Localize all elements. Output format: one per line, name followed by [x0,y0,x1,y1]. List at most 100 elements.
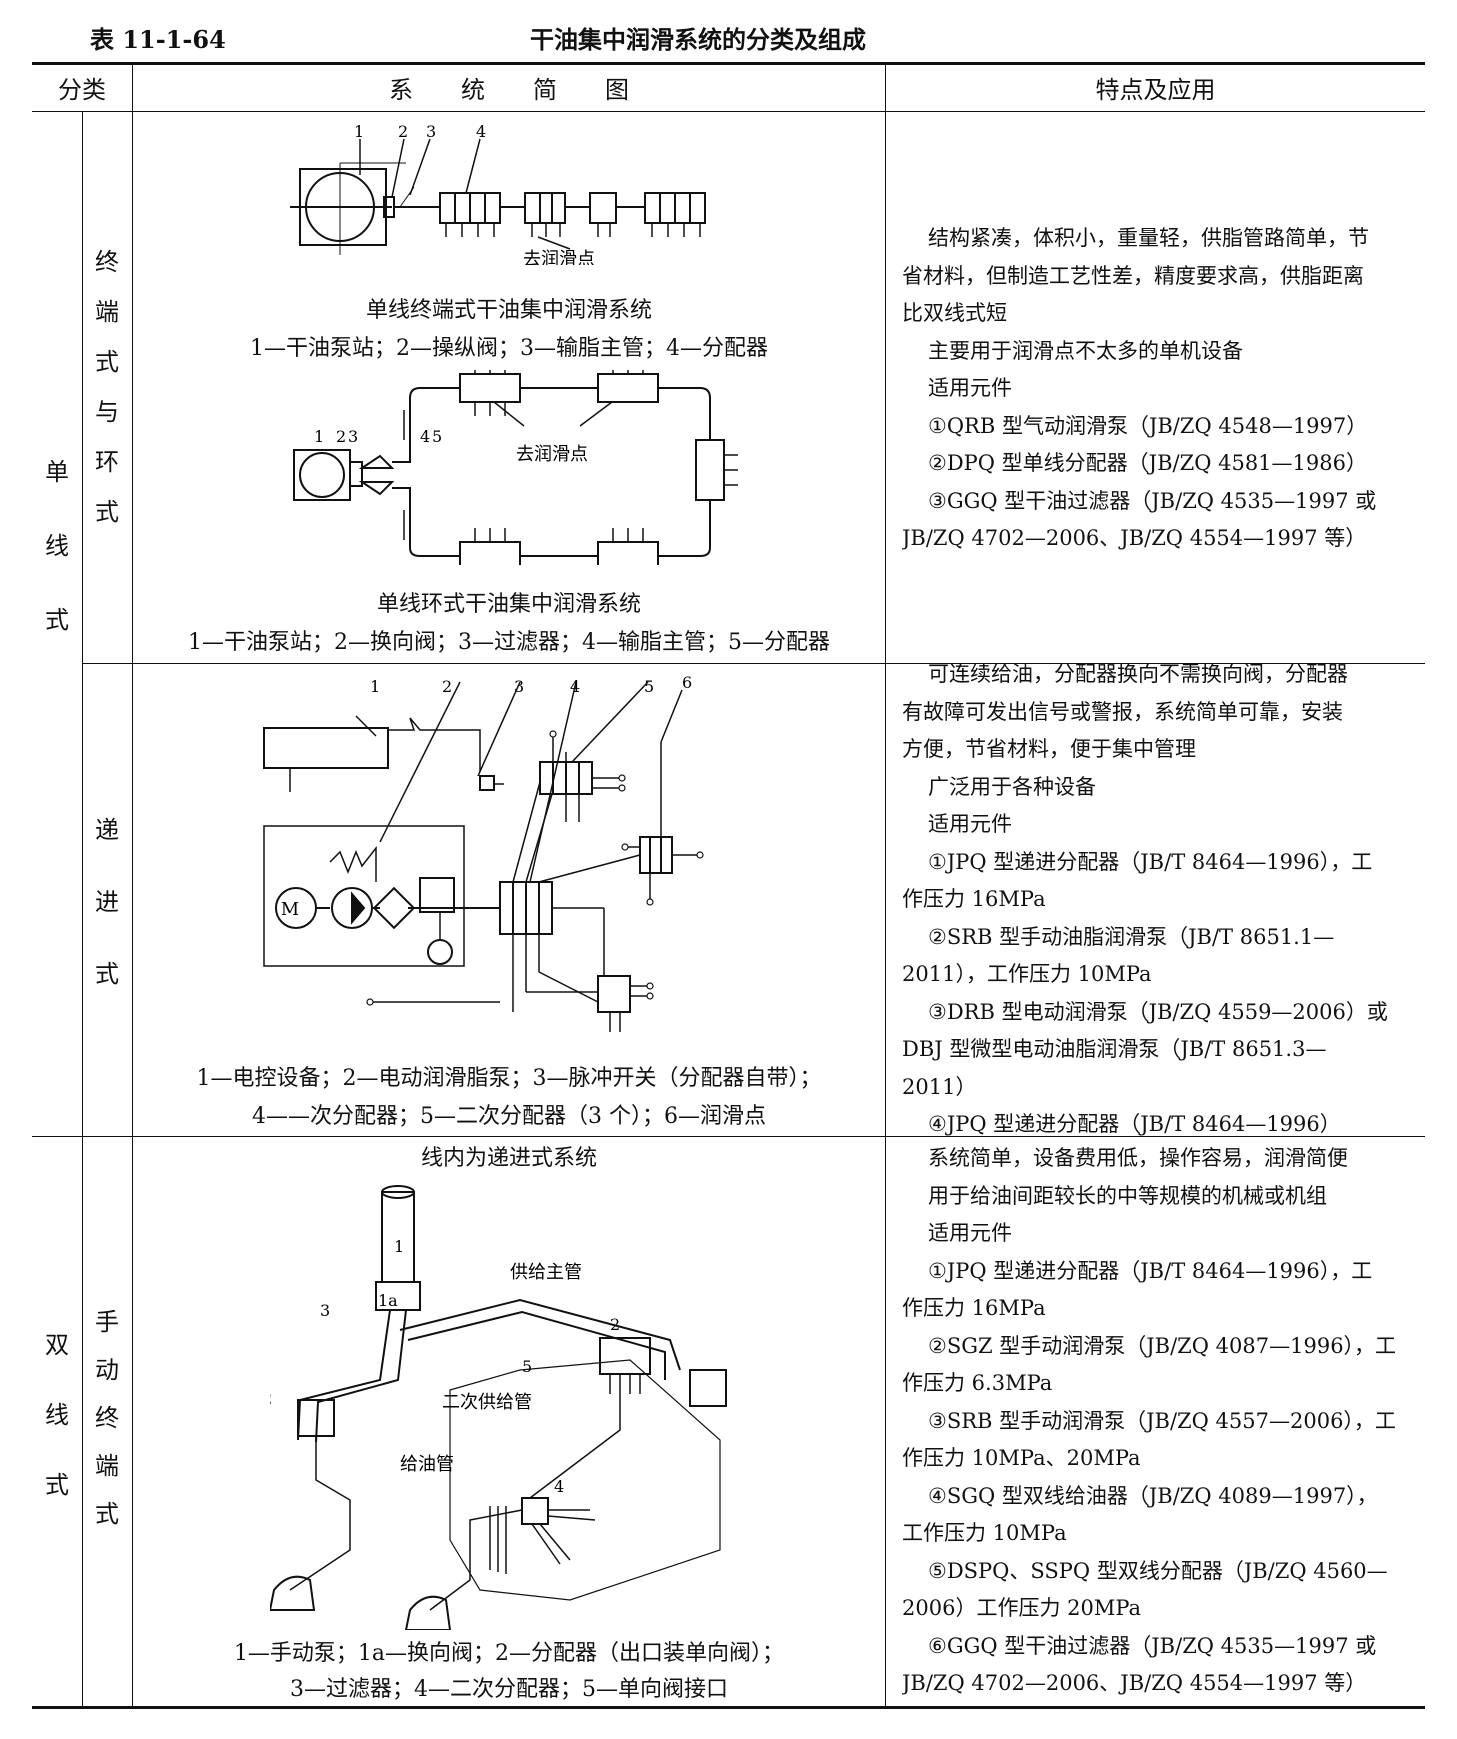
callout-1: 1 [370,677,380,696]
bottom-rule [32,1706,1425,1709]
feature-line: 作压力 16MPa [902,1296,1046,1320]
pump-unit-frame [263,825,465,967]
group-double-char: 式 [45,1471,69,1499]
manual-legend-line2: 3—过滤器；4—二次分配器；5—单向阀接口 [290,1677,728,1702]
distributor [599,1337,651,1375]
feature-line: 2006）工作压力 20MPa [902,1596,1142,1620]
label-oil-pipe: 给油管 [400,1454,454,1475]
diagram-col-line [885,65,886,1706]
subtype-char: 式 [95,1500,119,1528]
feature-line: ④SGQ 型双线给油器（JB/ZQ 4089—1997）， [928,1483,1378,1508]
filter [358,454,395,469]
diagram-b-title: 单线环式干油集中润滑系统 [376,592,641,617]
feature-line: ②SGZ 型手动润滑泵（JB/ZQ 4087—1996），工 [928,1333,1397,1358]
subtype-col-line [132,65,133,1706]
callout-6: 6 [682,673,692,692]
feature-line: ⑥GGQ 型干油过滤器（JB/ZQ 4535—1997 或 [928,1633,1377,1658]
distributor [524,192,566,224]
callout-2-right: 2 [610,1315,620,1334]
feature-line: 主要用于润滑点不太多的单机设备 [928,338,1243,363]
feature-line: 2011） [902,1074,977,1099]
progressive-legend-line1: 1—电控设备；2—电动润滑脂泵；3—脉冲开关（分配器自带）； [196,1066,822,1091]
feature-line: ②SRB 型手动油脂润滑泵（JB/T 8651.1— [928,924,1335,949]
row-divider-progressive [82,663,1425,664]
table-number: 表 11-1-64 [90,25,226,54]
callout-3: 3 [348,427,358,446]
subtype-char: 式 [95,348,119,376]
subtype-char: 递 [95,816,119,844]
callout-1: 1 [394,1237,404,1256]
callout-3: 3 [514,677,524,696]
feature-line: ④JPQ 型递进分配器（JB/T 8464—1996） [928,1112,1341,1136]
group-double: 双 线 式 [44,1333,70,1497]
callout-3: 3 [320,1301,330,1320]
subtype-char: 手 [95,1308,119,1336]
callout-3: 3 [426,125,436,141]
feature-line: ③GGQ 型干油过滤器（JB/ZQ 4535—1997 或 [928,488,1377,513]
progressive-boundary [449,1359,721,1601]
feature-line: ①QRB 型气动润滑泵（JB/ZQ 4548—1997） [928,413,1368,438]
label-supply-main: 供给主管 [510,1262,582,1283]
distributor [459,373,521,403]
group-single-char: 单 [45,458,69,486]
callout-4: 4 [570,677,580,696]
callout-2: 2 [336,427,346,446]
feature-line: 适用元件 [928,812,1012,836]
diagram-b-legend: 1—干油泵站；2—换向阀；3—过滤器；4—输脂主管；5—分配器 [188,630,830,655]
subtype-char: 端 [95,1452,119,1480]
feature-line: 作压力 16MPa [902,887,1046,911]
subtype-char: 与 [95,398,119,426]
feature-line: 作压力 10MPa、20MPa [902,1446,1141,1470]
feature-line: ①JPQ 型递进分配器（JB/T 8464—1996），工 [928,1258,1373,1283]
header-diagram: 系 统 简 图 [389,75,629,104]
distributor [689,1369,727,1407]
feature-line: 结构紧凑，体积小，重量轻，供脂管路简单，节 [928,226,1369,250]
diagram-a-title: 单线终端式干油集中润滑系统 [365,298,652,323]
electric-control-box [263,727,389,769]
callout-5: 5 [522,1357,532,1376]
subtype-char: 进 [95,888,119,916]
feature-line: 比双线式短 [902,301,1007,325]
header-features: 特点及应用 [1095,75,1216,104]
feature-line: ③SRB 型手动润滑泵（JB/ZQ 4557—2006），工 [928,1408,1396,1433]
callout-5: 5 [432,427,442,446]
callout-4: 4 [476,125,486,141]
distributor [589,192,617,224]
group-col-line [82,112,83,1706]
diagram-a-legend: 1—干油泵站；2—操纵阀；3—输脂主管；4—分配器 [250,336,768,361]
callout-4: 4 [420,427,430,446]
filter [372,886,416,930]
pressure-gauge [427,939,453,965]
group-single: 单 线 式 [44,460,70,632]
callout-1: 1 [314,427,324,446]
callout-5: 5 [644,677,654,696]
features-progressive: 可连续给油，分配器换向不需换向阀，分配器 有故障可发出信号或警报，系统简单可靠，… [902,656,1422,1144]
subtype-progressive: 递进式 [94,818,120,986]
callout-2: 2 [398,125,408,141]
valve [419,877,455,913]
to-lube-point-note: 去润滑点 [523,249,595,265]
row-divider-double [32,1136,1425,1137]
manual-legend-line1: 1—手动泵；1a—换向阀；2—分配器（出口装单向阀）； [233,1641,785,1666]
subtype-char: 环 [95,448,119,476]
feature-line: ①JPQ 型递进分配器（JB/T 8464—1996），工 [928,849,1373,874]
subtype-terminal-ring: 终端式与环式 [94,250,120,524]
feature-line: ②DPQ 型单线分配器（JB/ZQ 4581—1986） [928,451,1367,475]
secondary-distributor [521,1497,549,1525]
feature-line: 可连续给油，分配器换向不需换向阀，分配器 [928,662,1348,686]
pump-station-box [293,449,351,501]
distributor [597,541,659,565]
callout-1a: 1a [378,1291,398,1310]
callout-4: 4 [554,1477,564,1496]
group-double-char: 双 [45,1331,69,1359]
lube-bearing [270,1575,316,1611]
progressive-inside-note: 线内为递进式系统 [420,1146,597,1171]
callout-2-left: 2 [270,1389,272,1408]
feature-line: ③DRB 型电动润滑泵（JB/ZQ 4559—2006）或 [928,999,1388,1024]
motor-label: M [281,899,299,920]
feature-line: 省材料，但制造工艺性差，精度要求高，供脂距离 [902,263,1364,288]
features-terminal-ring: 结构紧凑，体积小，重量轻，供脂管路简单，节 省材料，但制造工艺性差，精度要求高，… [902,220,1422,558]
pulse-switch [479,775,495,791]
group-double-char: 线 [45,1401,69,1429]
distributor [597,373,659,403]
